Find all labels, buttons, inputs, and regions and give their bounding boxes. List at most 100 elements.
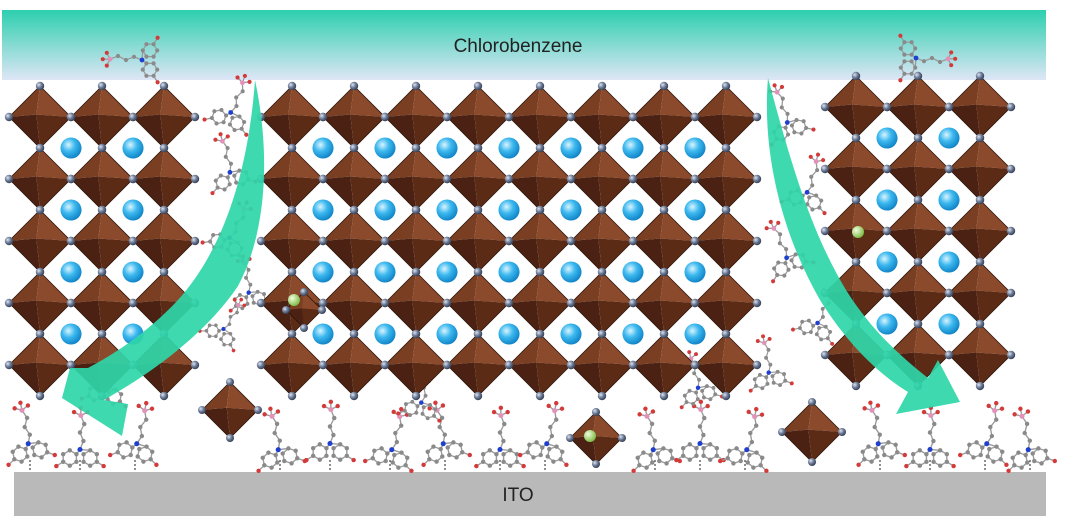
carbon-atom — [944, 459, 950, 465]
octahedron-face — [133, 114, 164, 148]
oxygen-atom — [808, 154, 813, 159]
x-site-atom — [1006, 102, 1016, 112]
carbon-atom — [217, 328, 221, 333]
octahedron-face — [350, 300, 385, 334]
oxygen-atom — [764, 468, 769, 474]
carbon-atom — [45, 450, 50, 455]
oxygen-atom — [275, 409, 281, 414]
carbon-atom — [707, 442, 713, 447]
a-site-cation — [498, 261, 520, 283]
a-site-cation — [684, 323, 706, 345]
x-site-atom — [628, 298, 638, 308]
octahedron-face — [949, 104, 980, 138]
carbon-atom — [664, 461, 669, 466]
carbon-atom — [219, 107, 224, 113]
x-site-atom — [349, 329, 359, 339]
oxygen-atom — [363, 458, 368, 464]
a-site-cation — [436, 323, 458, 345]
carbon-atom — [527, 442, 532, 447]
x-site-atom — [504, 360, 514, 370]
x-site-atom — [473, 267, 483, 277]
carbon-atom — [768, 362, 773, 367]
octahedron-face — [949, 290, 980, 324]
oxygen-atom — [71, 409, 77, 415]
carbon-atom — [232, 127, 237, 133]
carbon-atom — [310, 445, 316, 451]
oxygen-atom — [335, 403, 340, 409]
carbon-atom — [980, 445, 985, 450]
octahedron-face — [261, 238, 292, 272]
octahedron-face — [509, 238, 540, 272]
carbon-atom — [974, 440, 979, 445]
octahedron-face — [598, 176, 633, 210]
carbon-atom — [988, 424, 993, 430]
octahedron-face — [852, 76, 887, 107]
x-site-atom — [597, 329, 607, 339]
oxygen-atom — [427, 406, 432, 411]
carbon-atom — [648, 452, 653, 458]
nitrogen-atom — [227, 169, 233, 175]
carbon-atom — [434, 459, 439, 464]
carbon-atom — [895, 450, 900, 455]
carbon-atom — [684, 400, 689, 405]
carbon-atom — [82, 421, 87, 427]
octahedron-face — [852, 166, 887, 200]
x-site-atom — [318, 174, 328, 184]
carbon-atom — [785, 132, 791, 137]
carbon-atom — [682, 393, 687, 398]
carbon-atom — [43, 442, 48, 447]
octahedron-face — [949, 228, 980, 262]
x-site-atom — [721, 81, 731, 91]
x-site-atom — [198, 406, 206, 414]
octahedron-face — [133, 176, 164, 210]
carbon-atom — [67, 463, 73, 468]
carbon-atom — [237, 114, 242, 119]
octahedron — [694, 333, 758, 397]
sam-molecule — [202, 73, 252, 137]
carbon-atom — [87, 463, 93, 468]
octahedron-face — [288, 238, 323, 272]
oxygen-atom — [705, 403, 710, 409]
carbon-atom — [1010, 455, 1015, 460]
carbon-atom — [893, 442, 898, 447]
octahedron — [322, 209, 386, 273]
carbon-atom — [641, 450, 646, 455]
carbon-atom — [501, 438, 506, 444]
octahedron-face — [474, 300, 509, 334]
carbon-atom — [644, 465, 649, 470]
carbon-atom — [1022, 430, 1027, 436]
carbon-atom — [965, 450, 970, 455]
carbon-atom — [151, 42, 156, 47]
x-site-atom — [97, 205, 107, 215]
carbon-atom — [713, 392, 718, 397]
carbon-atom — [819, 198, 824, 203]
a-site-cation — [938, 127, 960, 149]
octahedron-face — [226, 407, 258, 438]
oxygen-atom — [694, 352, 698, 357]
carbon-atom — [331, 445, 336, 451]
carbon-atom — [931, 459, 936, 465]
octahedron-face — [350, 86, 385, 117]
carbon-atom — [128, 452, 133, 458]
carbon-atom — [431, 444, 436, 449]
octahedron-face — [722, 86, 757, 117]
x-site-atom — [752, 112, 762, 122]
a-site-cation — [938, 313, 960, 335]
nitrogen-atom — [419, 400, 424, 405]
x-site-atom — [159, 143, 169, 153]
carbon-atom — [60, 459, 66, 465]
oxygen-atom — [1004, 462, 1009, 468]
oxygen-atom — [505, 409, 510, 415]
phosphorus-atom — [107, 56, 113, 62]
a-site-cation — [436, 137, 458, 159]
octahedron-face — [722, 300, 757, 334]
x-site-atom — [913, 319, 923, 329]
x-site-atom — [318, 112, 328, 122]
octahedron-face — [536, 114, 571, 148]
octahedron-face — [350, 362, 385, 396]
x-site-atom — [35, 267, 45, 277]
x-site-atom — [349, 143, 359, 153]
carbon-atom — [501, 459, 506, 465]
oxygen-atom — [491, 409, 497, 415]
octahedron-face — [160, 114, 195, 148]
